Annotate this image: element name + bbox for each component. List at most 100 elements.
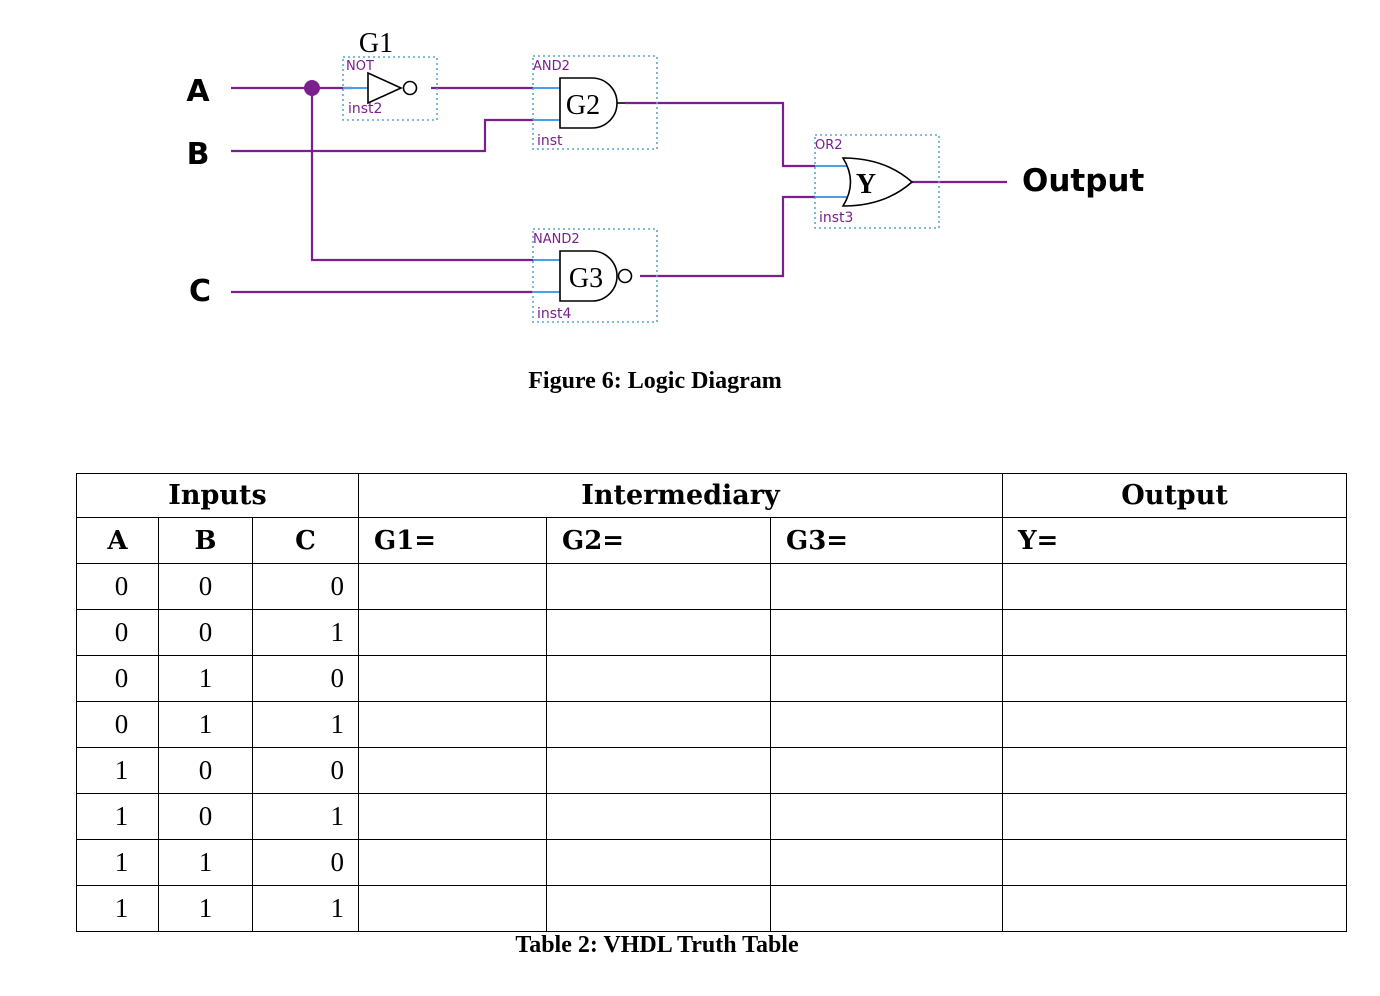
cell-c: 1 xyxy=(252,701,359,748)
col-header-y: Y= xyxy=(1002,517,1347,564)
cell-g3[interactable] xyxy=(770,701,1003,748)
cell-b: 0 xyxy=(158,747,253,794)
gate-g3-type: NAND2 xyxy=(533,232,580,247)
cell-a: 1 xyxy=(76,839,159,886)
input-label-b: B xyxy=(187,137,210,172)
cell-g2[interactable] xyxy=(546,701,771,748)
pin-stubs xyxy=(343,87,850,293)
wires xyxy=(231,86,1007,294)
group-inputs: Inputs xyxy=(76,473,359,518)
cell-b: 1 xyxy=(158,885,253,932)
cell-b: 0 xyxy=(158,793,253,840)
cell-a: 1 xyxy=(76,747,159,794)
cell-g2[interactable] xyxy=(546,839,771,886)
cell-g1[interactable] xyxy=(358,563,547,610)
cell-g1[interactable] xyxy=(358,793,547,840)
gate-y-type: OR2 xyxy=(815,138,843,153)
gate-g3-nand: G3 NAND2 inst4 xyxy=(533,232,633,322)
col-header-g3: G3= xyxy=(770,517,1003,564)
gate-g2-and: G2 AND2 inst xyxy=(533,59,625,149)
cell-y[interactable] xyxy=(1002,885,1347,932)
col-header-a: A xyxy=(76,517,159,564)
group-header-row: Inputs Intermediary Output xyxy=(76,473,1347,518)
cell-y[interactable] xyxy=(1002,609,1347,656)
cell-y[interactable] xyxy=(1002,839,1347,886)
cell-g3[interactable] xyxy=(770,747,1003,794)
wire-g3-out xyxy=(640,195,815,278)
gate-g1-label: G1 xyxy=(359,28,393,59)
cell-g3[interactable] xyxy=(770,885,1003,932)
cell-g2[interactable] xyxy=(546,885,771,932)
cell-b: 1 xyxy=(158,839,253,886)
junction-dot xyxy=(304,80,320,96)
table-caption: Table 2: VHDL Truth Table xyxy=(515,932,799,958)
cell-g2[interactable] xyxy=(546,793,771,840)
cell-b: 1 xyxy=(158,701,253,748)
cell-g1[interactable] xyxy=(358,609,547,656)
gate-g2-label: G2 xyxy=(566,90,600,121)
cell-a: 0 xyxy=(76,701,159,748)
gate-boxes xyxy=(342,55,940,323)
cell-y[interactable] xyxy=(1002,747,1347,794)
group-output: Output xyxy=(1002,473,1347,518)
cell-g1[interactable] xyxy=(358,839,547,886)
group-intermediary: Intermediary xyxy=(358,473,1003,518)
logic-diagram: A B C G xyxy=(0,0,1380,420)
cell-y[interactable] xyxy=(1002,655,1347,702)
cell-a: 1 xyxy=(76,793,159,840)
cell-b: 0 xyxy=(158,609,253,656)
gate-g2-type: AND2 xyxy=(533,59,570,74)
cell-a: 1 xyxy=(76,885,159,932)
cell-g3[interactable] xyxy=(770,793,1003,840)
gate-y-or: Y OR2 inst3 xyxy=(815,138,914,226)
cell-b: 0 xyxy=(158,563,253,610)
cell-g3[interactable] xyxy=(770,655,1003,702)
cell-c: 0 xyxy=(252,747,359,794)
column-header-row: A B C G1= G2= G3= Y= xyxy=(76,517,1347,564)
input-label-a: A xyxy=(186,74,210,109)
cell-y[interactable] xyxy=(1002,793,1347,840)
cell-y[interactable] xyxy=(1002,701,1347,748)
output-label: Output xyxy=(1022,163,1145,199)
cell-y[interactable] xyxy=(1002,563,1347,610)
cell-c: 1 xyxy=(252,793,359,840)
wire-g2-out xyxy=(625,101,815,168)
cell-c: 0 xyxy=(252,563,359,610)
cell-g3[interactable] xyxy=(770,839,1003,886)
cell-g1[interactable] xyxy=(358,747,547,794)
cell-c: 1 xyxy=(252,609,359,656)
cell-a: 0 xyxy=(76,563,159,610)
cell-c: 1 xyxy=(252,885,359,932)
cell-g2[interactable] xyxy=(546,747,771,794)
gate-y-label: Y xyxy=(856,169,876,200)
cell-g3[interactable] xyxy=(770,563,1003,610)
cell-g2[interactable] xyxy=(546,655,771,702)
figure-caption: Figure 6: Logic Diagram xyxy=(528,368,782,394)
cell-g2[interactable] xyxy=(546,563,771,610)
gate-g1-inst: inst2 xyxy=(348,101,382,117)
gate-g3-label: G3 xyxy=(569,263,603,294)
gate-g2-inst: inst xyxy=(537,133,563,149)
input-label-c: C xyxy=(189,274,211,309)
wire-b xyxy=(231,118,533,153)
gate-y-inst: inst3 xyxy=(819,210,853,226)
cell-g2[interactable] xyxy=(546,609,771,656)
cell-b: 1 xyxy=(158,655,253,702)
col-header-c: C xyxy=(252,517,359,564)
gate-g1-type: NOT xyxy=(346,59,374,74)
wire-a-branch xyxy=(310,88,533,262)
cell-g1[interactable] xyxy=(358,701,547,748)
col-header-g1: G1= xyxy=(358,517,547,564)
cell-g3[interactable] xyxy=(770,609,1003,656)
cell-c: 0 xyxy=(252,839,359,886)
cell-g1[interactable] xyxy=(358,655,547,702)
cell-g1[interactable] xyxy=(358,885,547,932)
cell-a: 0 xyxy=(76,609,159,656)
